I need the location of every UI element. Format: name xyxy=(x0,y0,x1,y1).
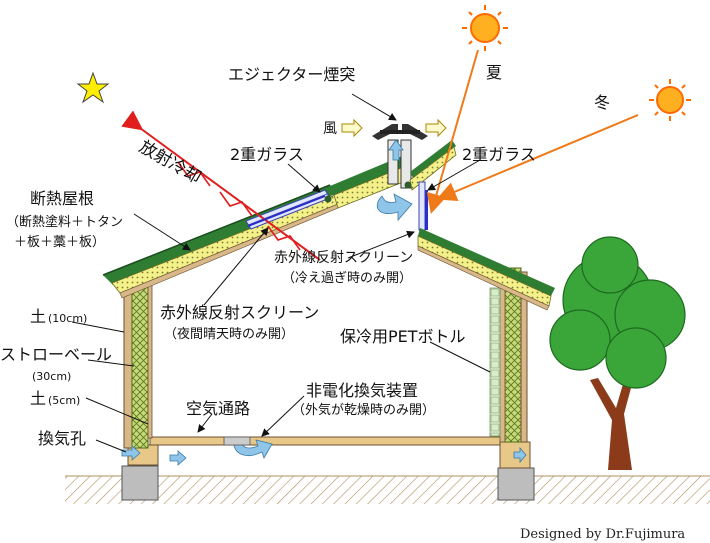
ir-screen-lower-label: 赤外線反射スクリーン xyxy=(160,303,319,322)
winter-label: 冬 xyxy=(594,93,610,112)
insulated-roof-label: 断熱屋根 xyxy=(30,189,94,208)
credit-label: Designed by Dr.Fujimura xyxy=(520,527,685,542)
ir-screen-upper-label: 赤外線反射スクリーン xyxy=(274,250,413,266)
leader-lines xyxy=(71,93,491,453)
ir-screen-upper-bar xyxy=(425,190,428,230)
tree-icon xyxy=(549,236,686,470)
ventilator-device xyxy=(223,436,251,446)
air-passage-label: 空気通路 xyxy=(186,399,250,418)
chimney-up-arrow-icon xyxy=(388,139,404,161)
straw-bale-label: ストローベール xyxy=(0,345,112,364)
underfloor-arrow-icon xyxy=(169,450,187,466)
right-wall xyxy=(499,267,528,443)
wind-arrow-right-icon xyxy=(425,118,447,138)
radiation-zigzag xyxy=(121,110,321,261)
double-glass-right-pane xyxy=(418,181,426,231)
ir-screen-upper-note: （冷え過ぎ時のみ開） xyxy=(282,271,412,286)
double-glass-left-label: 2重ガラス xyxy=(230,145,304,164)
screen-roller-right-icon xyxy=(404,181,412,189)
straw-bale-note: (30cm) xyxy=(32,370,71,383)
cooling-pet-bottles xyxy=(489,287,501,437)
upper-roof-right xyxy=(409,140,457,191)
winter-ray xyxy=(436,114,639,202)
star-icon xyxy=(76,71,110,104)
summer-sun-icon xyxy=(462,5,508,51)
earth-5-note: (5cm) xyxy=(48,394,80,407)
earth-5-label: 土 xyxy=(30,389,46,408)
roof-detail-1: （断熱塗料＋トタン xyxy=(6,214,123,230)
ejector-chimney xyxy=(372,124,428,189)
floor xyxy=(149,436,511,446)
ir-screen-lower-bar xyxy=(247,195,326,227)
indoor-air-arrow-icon xyxy=(376,193,413,222)
ventilator-note: （外気が乾燥時のみ開） xyxy=(292,402,435,418)
earth-10-note: (10cm) xyxy=(48,312,87,325)
winter-sun-icon xyxy=(649,79,691,121)
earth-10-label: 土 xyxy=(30,307,46,326)
right-roof xyxy=(417,228,555,311)
ir-screen-lower-note: （夜間晴天時のみ開） xyxy=(164,327,294,342)
ground xyxy=(65,475,710,504)
vent-in-arrow-icon xyxy=(121,445,141,461)
summer-label: 夏 xyxy=(486,63,502,82)
wind-label: 風 xyxy=(323,121,337,137)
screen-roller-left-icon xyxy=(324,195,332,203)
vent-out-arrow-icon xyxy=(513,446,527,464)
right-foundation xyxy=(497,467,535,501)
left-foundation xyxy=(121,465,159,501)
ejector-label: エジェクター煙突 xyxy=(228,65,355,84)
vent-hole-label: 換気孔 xyxy=(38,429,86,448)
roof-detail-2: ＋板＋藁＋板） xyxy=(14,235,105,250)
double-glass-right-label: 2重ガラス xyxy=(462,145,536,164)
ventilator-label: 非電化換気装置 xyxy=(306,381,418,400)
pet-bottle-label: 保冷用PETボトル xyxy=(340,327,466,346)
wind-arrow-left-icon xyxy=(341,118,363,138)
radiative-cooling-label: 放射冷却 xyxy=(136,137,205,188)
